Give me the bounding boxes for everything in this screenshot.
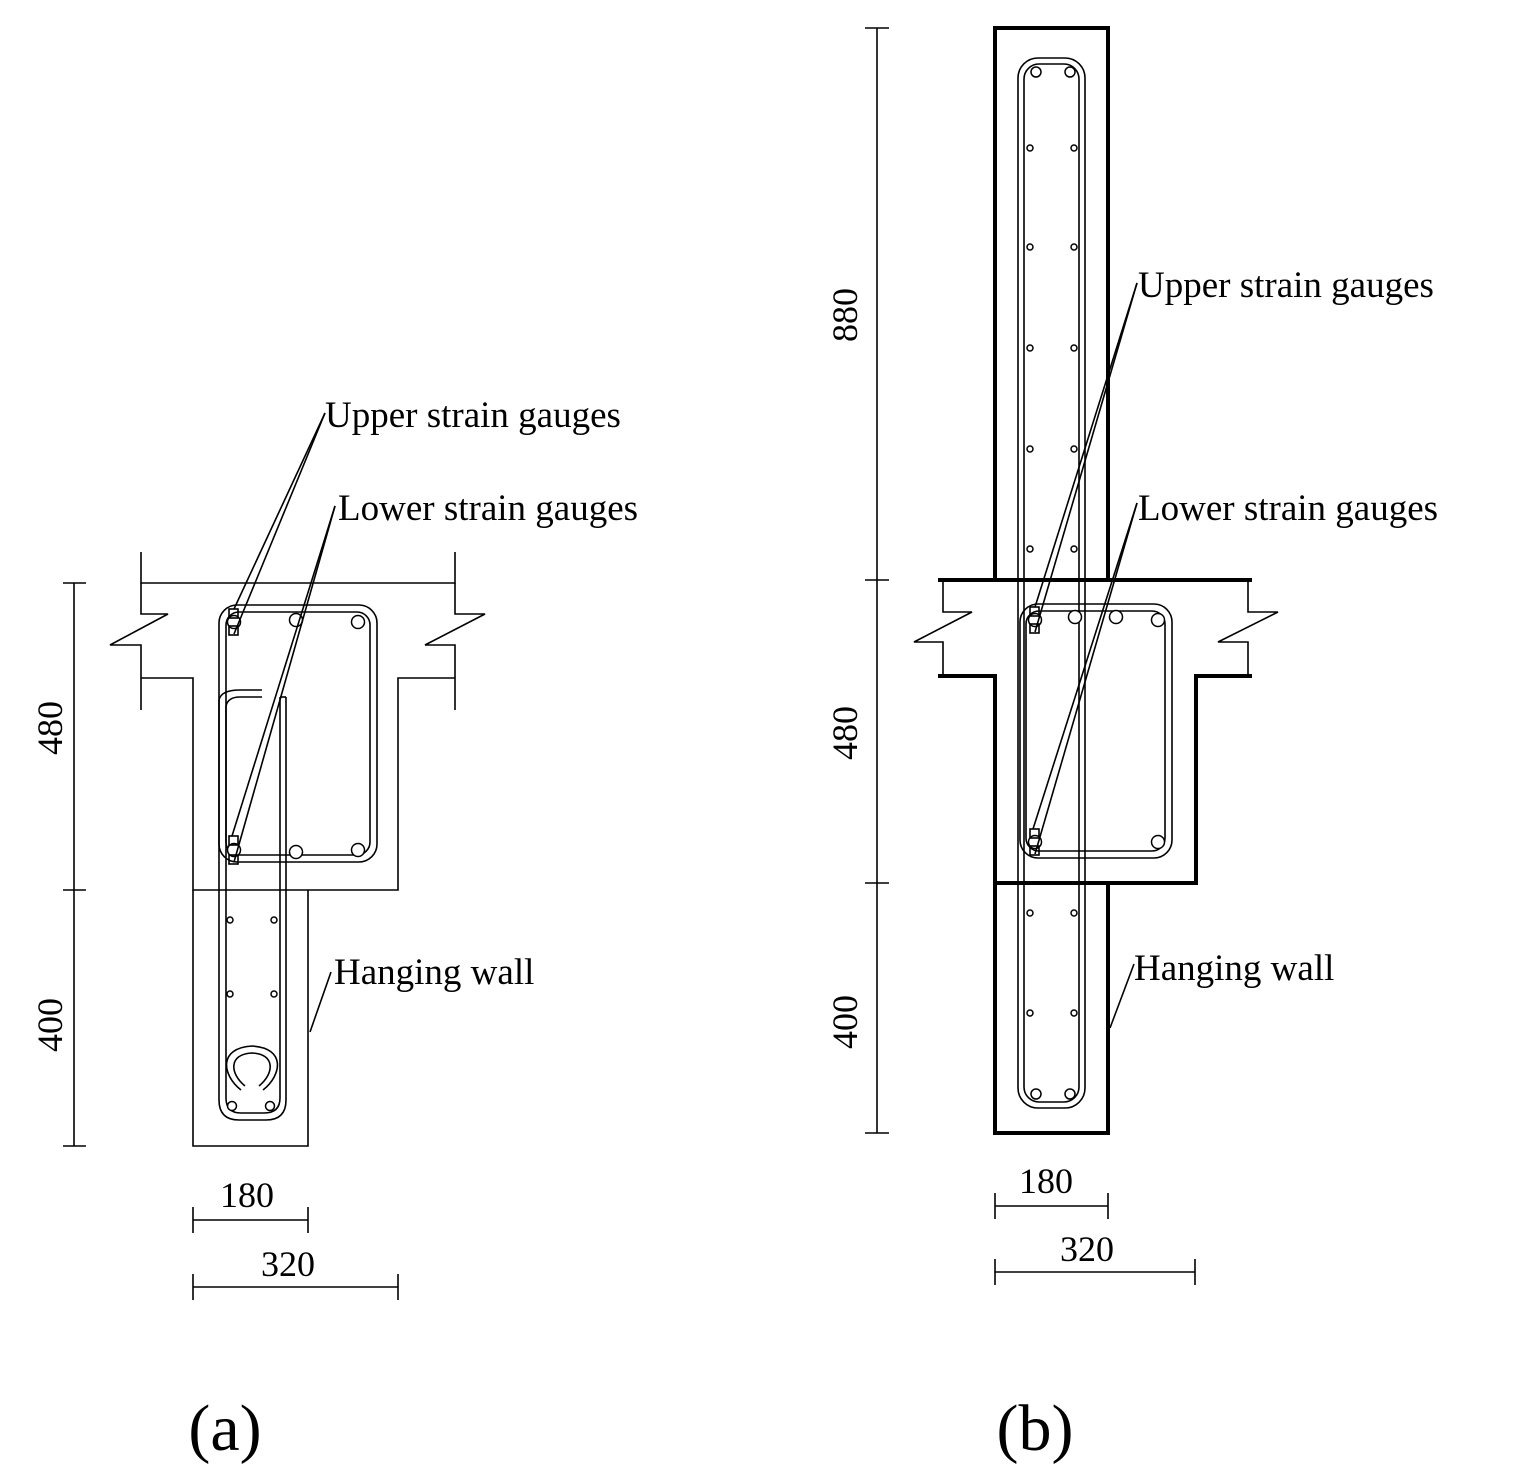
dim-beam-width-b: 320 [1060,1229,1114,1269]
wall-stirrup-a [218,689,287,1121]
strain-gauges-b [1029,606,1040,856]
label-hanging-wall-b: Hanging wall [1134,948,1334,989]
leaders-a [231,412,336,1033]
slab-outline-a [109,552,486,891]
beam-stirrup-b [1019,603,1173,859]
hanging-wall-outline-b [993,883,1110,1135]
label-upper-strain-gauges-b: Upper strain gauges [1138,265,1434,306]
dim-wall-depth-a: 400 [30,998,70,1052]
figure-b: Upper strain gauges Lower strain gauges … [825,26,1438,1465]
beam-stirrup-a [218,604,378,863]
wall-stirrup-b [1017,57,1086,1109]
caption-b: (b) [997,1392,1074,1465]
label-hanging-wall-a: Hanging wall [334,952,534,993]
dim-wall-depth-b: 400 [825,995,865,1049]
label-lower-strain-gauges-b: Lower strain gauges [1138,488,1438,529]
upper-wall-outline-b [993,26,1110,580]
hanging-wall-outline-a [192,890,309,1147]
figure-a: Upper strain gauges Lower strain gauges … [30,395,638,1465]
dim-beam-width-a: 320 [261,1244,315,1284]
rebar-b [1026,66,1166,1100]
dim-beam-depth-a: 480 [30,701,70,755]
label-lower-strain-gauges-a: Lower strain gauges [338,488,638,529]
slab-outline-b [913,578,1279,885]
leaders-b [1032,282,1138,1029]
dimensions-a [63,582,399,1300]
label-upper-strain-gauges-a: Upper strain gauges [325,395,621,436]
caption-a: (a) [188,1392,261,1465]
dim-beam-depth-b: 480 [825,706,865,760]
dim-upper-wall-depth-b: 880 [825,288,865,342]
dim-wall-width-a: 180 [220,1175,274,1215]
strain-gauges-a [228,608,239,865]
dimensions-b [865,27,1196,1285]
tie-hook-a [225,1045,279,1091]
rebar-a [226,612,366,1112]
dim-wall-width-b: 180 [1019,1161,1073,1201]
